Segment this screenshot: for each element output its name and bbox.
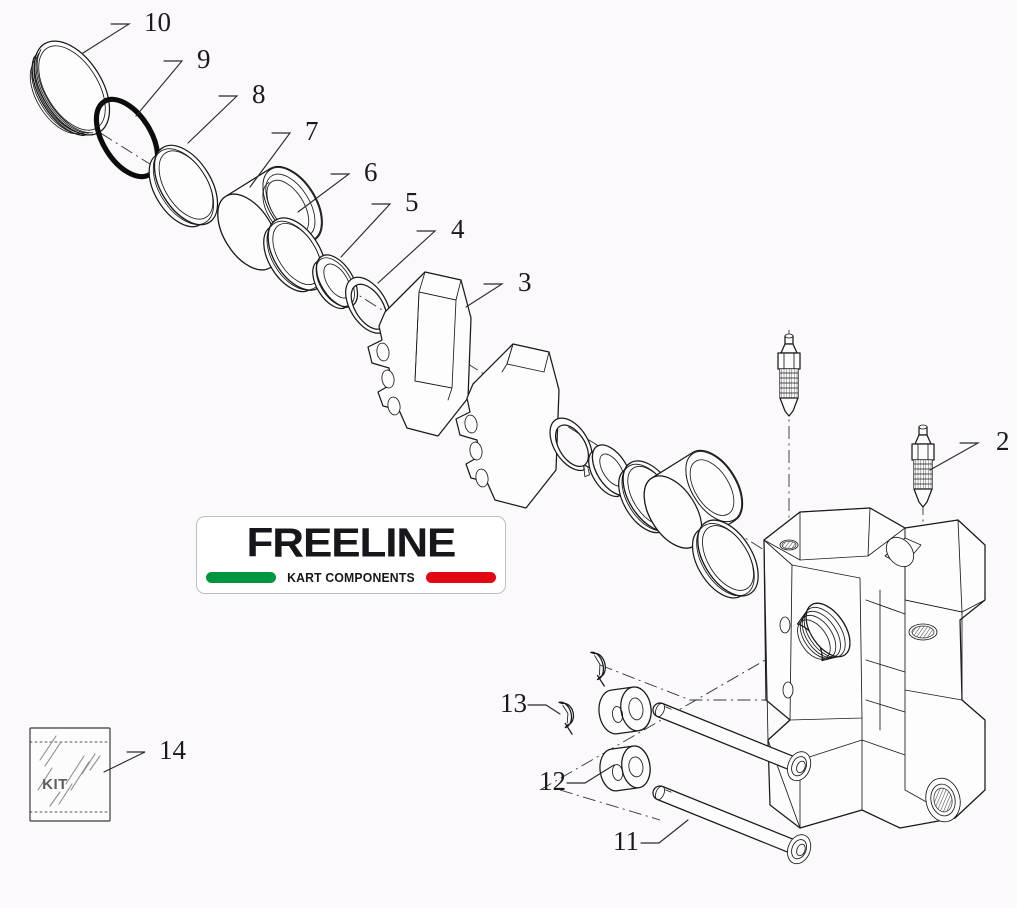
part-piston-seal-ring-2 [691, 519, 759, 599]
leader-line-14 [103, 751, 146, 773]
freeline-logo: FREELINE KART COMPONENTS [196, 516, 506, 594]
leader-line-3 [465, 283, 504, 308]
callout-number-9: 9 [197, 44, 211, 74]
part-pad-retaining-pin-upper [652, 702, 812, 782]
callout-number-8: 8 [252, 79, 266, 109]
callout-number-2: 2 [996, 426, 1010, 456]
callout-layer: 10 9 8 7 6 5 4 3 2 11 12 13 14 [82, 7, 1010, 856]
leader-line-5 [340, 203, 392, 258]
brand-bar-red [425, 572, 497, 583]
part-pad-retaining-pin-lower [652, 785, 812, 865]
leader-line-12 [566, 764, 615, 784]
callout-number-4: 4 [451, 214, 465, 244]
part-spacer-bushing-upper [598, 686, 652, 735]
leader-line-2 [929, 442, 981, 471]
callout-number-12: 12 [539, 766, 566, 796]
leader-line-13 [527, 704, 561, 715]
part-brake-pad-rear [367, 271, 472, 437]
leader-line-10 [82, 23, 131, 54]
part-caliper-body [763, 507, 986, 829]
part-bleed-nipple-upper [777, 333, 801, 417]
part-end-cap-plug [29, 40, 111, 137]
callout-number-5: 5 [405, 187, 419, 217]
callout-number-14: 14 [159, 735, 187, 765]
kit-bag-label: KIT [42, 776, 68, 793]
callout-number-11: 11 [613, 826, 639, 856]
callout-number-3: 3 [518, 267, 532, 297]
part-r-clip-lower [558, 701, 575, 735]
leader-line-7 [249, 132, 292, 188]
part-seal-kit-bag: KIT [29, 727, 111, 822]
brand-wordmark: FREELINE [246, 520, 457, 566]
brand-color-strip: KART COMPONENTS [206, 570, 497, 585]
leader-line-8 [187, 95, 239, 144]
brand-bar-green [206, 572, 277, 583]
leader-line-4 [377, 230, 437, 284]
leader-line-11 [640, 819, 689, 844]
callout-number-13: 13 [500, 688, 527, 718]
callout-number-7: 7 [305, 116, 319, 146]
callout-number-10: 10 [144, 7, 171, 37]
callout-number-6: 6 [364, 157, 378, 187]
part-r-clip-upper [590, 651, 606, 687]
part-retaining-circlip-2 [549, 417, 593, 478]
part-spacer-bushing-lower [599, 745, 651, 792]
part-piston-seal-ring [148, 144, 219, 228]
brand-tagline: KART COMPONENTS [287, 570, 415, 585]
part-brake-pad-front [455, 343, 560, 509]
part-bleed-nipple-lower [911, 424, 935, 508]
leader-line-9 [135, 60, 184, 117]
leader-line-6 [297, 173, 351, 213]
